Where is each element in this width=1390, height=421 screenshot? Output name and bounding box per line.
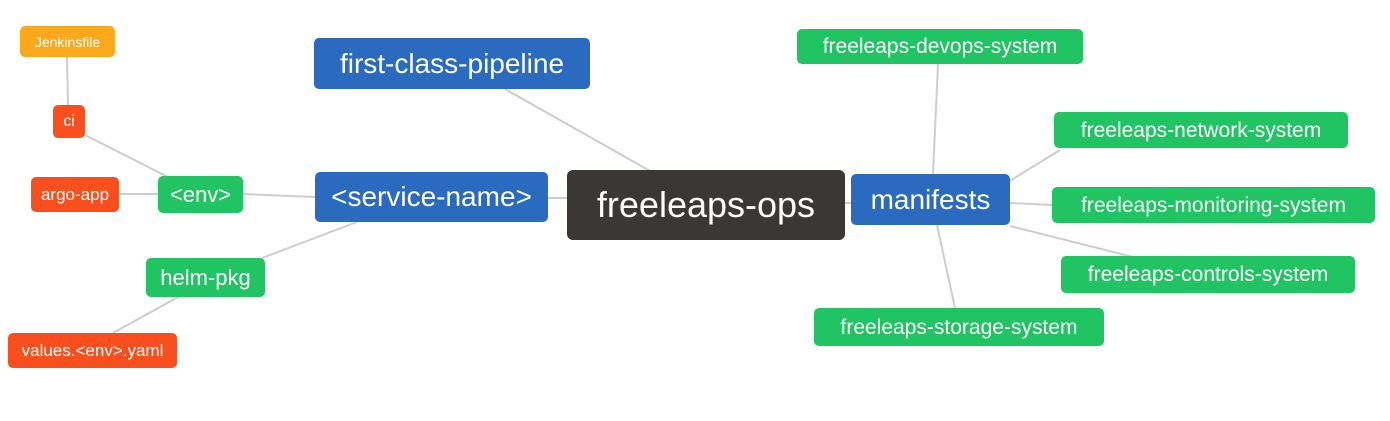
node-env[interactable]: <env> — [158, 176, 243, 213]
edge-manifests-monitoring — [1009, 202, 1053, 206]
edge-env-service-name — [242, 193, 316, 198]
node-argo-app[interactable]: argo-app — [31, 177, 119, 212]
edge-manifests-devops — [932, 63, 939, 175]
node-jenkinsfile[interactable]: Jenkinsfile — [20, 26, 115, 57]
node-values-env-yaml[interactable]: values.<env>.yaml — [8, 333, 177, 368]
edge-manifests-controls — [1009, 225, 1134, 258]
node-freeleaps-ops[interactable]: freeleaps-ops — [567, 170, 845, 240]
node-ci[interactable]: ci — [53, 105, 85, 138]
edge-first-class-pipeline-ops — [504, 88, 651, 172]
node-helm-pkg[interactable]: helm-pkg — [146, 258, 265, 297]
edge-manifests-network — [1007, 149, 1061, 183]
node-freeleaps-controls-system[interactable]: freeleaps-controls-system — [1061, 256, 1355, 293]
node-freeleaps-storage-system[interactable]: freeleaps-storage-system — [814, 308, 1104, 346]
node-first-class-pipeline[interactable]: first-class-pipeline — [314, 38, 590, 89]
edge-helm-pkg-values-env-yaml — [112, 295, 181, 334]
edge-jenkinsfile-ci — [66, 56, 69, 106]
node-service-name[interactable]: <service-name> — [315, 172, 548, 222]
node-manifests[interactable]: manifests — [851, 174, 1010, 225]
edge-ci-env — [84, 134, 169, 178]
node-freeleaps-monitoring-system[interactable]: freeleaps-monitoring-system — [1052, 187, 1375, 223]
node-freeleaps-devops-system[interactable]: freeleaps-devops-system — [797, 29, 1083, 64]
node-freeleaps-network-system[interactable]: freeleaps-network-system — [1054, 112, 1348, 148]
edge-manifests-storage — [936, 224, 956, 309]
edge-service-name-helm-pkg — [261, 221, 358, 259]
